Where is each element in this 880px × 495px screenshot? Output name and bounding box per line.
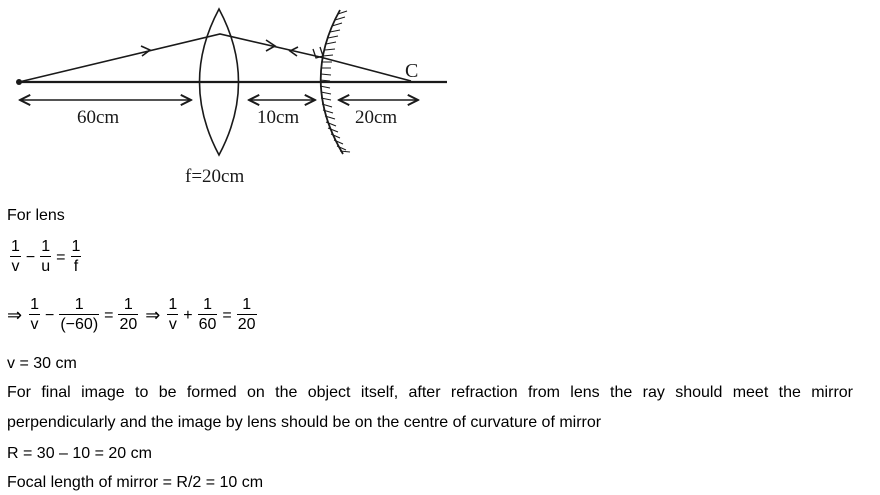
- ray-arrow-1: [140, 45, 152, 57]
- fraction: 1(−60): [59, 296, 100, 333]
- label-20cm: 20cm: [355, 107, 397, 128]
- mirror-focal-length: Focal length of mirror = R/2 = 10 cm: [7, 474, 264, 491]
- ray-arrow-2: [265, 39, 277, 52]
- label-centre-of-curvature: C: [405, 60, 418, 82]
- optics-ray-diagram: 60cm 10cm 20cm f=20cm C: [16, 7, 447, 187]
- label-60cm: 60cm: [77, 107, 119, 128]
- implies-icon: ⇒: [7, 305, 23, 325]
- ray-arrow-reflected: [288, 46, 299, 57]
- convex-lens: [198, 7, 240, 157]
- result-v: v = 30 cm: [7, 355, 77, 372]
- implies-icon: ⇒: [145, 305, 161, 325]
- label-10cm: 10cm: [257, 107, 299, 128]
- concave-mirror: [319, 9, 344, 155]
- right-angle-mark: [312, 46, 324, 59]
- incident-ray: [18, 33, 412, 83]
- heading-for-lens: For lens: [7, 207, 65, 224]
- explanation-paragraph: For final image to be formed on the obje…: [7, 384, 853, 431]
- label-focal-length: f=20cm: [185, 166, 244, 187]
- radius-calculation: R = 30 – 10 = 20 cm: [7, 445, 152, 462]
- mirror-hatching: [319, 10, 351, 153]
